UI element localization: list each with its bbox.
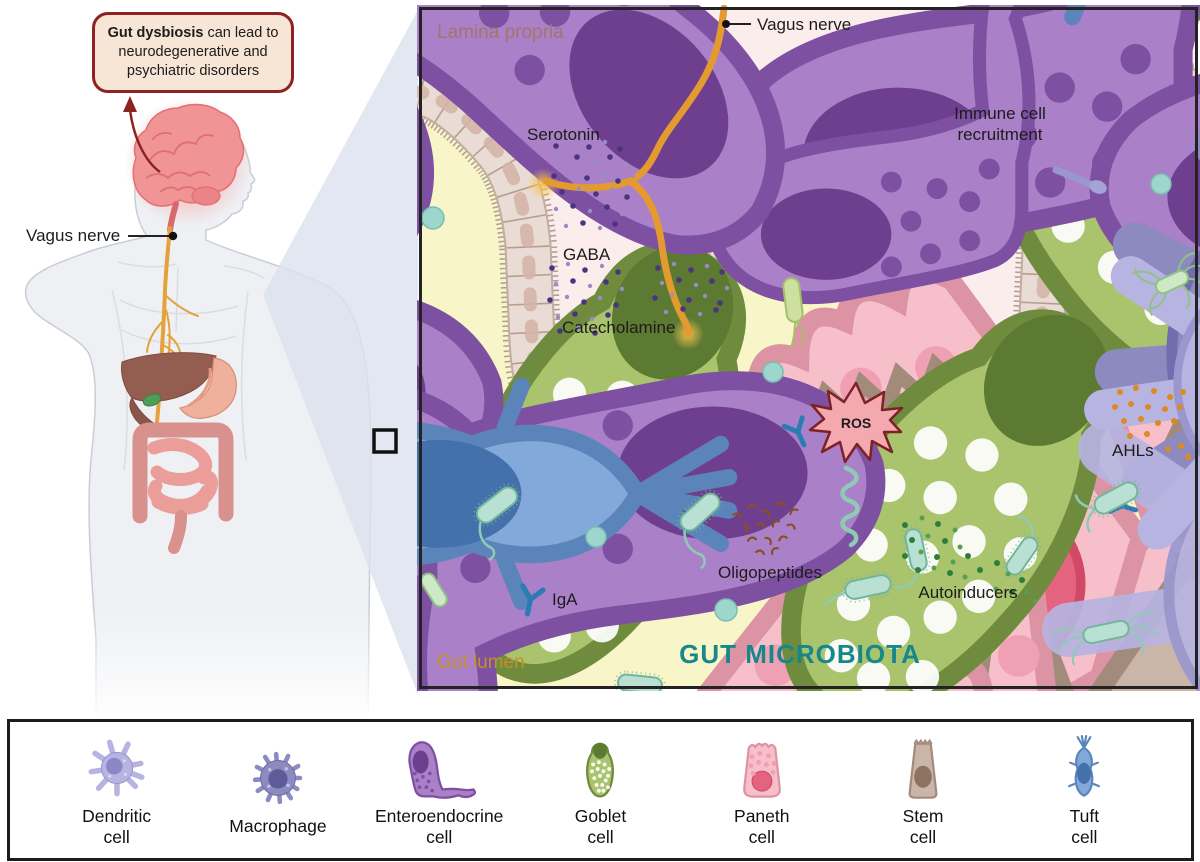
legend-label-line1: Paneth — [734, 805, 790, 826]
serotonin-label: Serotonin — [527, 125, 600, 144]
legend-item-goblet-cell: Goblet cell — [520, 733, 681, 847]
legend-label-line2: cell — [426, 826, 453, 847]
oligopeptides-label: Oligopeptides — [718, 563, 822, 582]
legend-item-macrophage: Macrophage — [197, 743, 358, 837]
gut-lumen-label: Gut lumen — [437, 652, 525, 673]
bacterium-rod — [676, 489, 724, 570]
bacterium-rod-green — [782, 277, 805, 348]
immune-cells — [1052, 118, 1200, 691]
gaba-label: GABA — [563, 245, 611, 264]
legend-label: Dendritic cell — [82, 806, 151, 847]
legend-label-line1: Enteroendocrine — [374, 805, 504, 826]
spirochete — [840, 465, 860, 548]
bacterium-multi-flagellated — [1052, 610, 1157, 666]
liver — [121, 352, 217, 402]
legend-label: Paneth cell — [734, 806, 789, 847]
iga-antibody-icon — [520, 583, 546, 617]
enteroendocrine-cell-icon — [401, 733, 477, 801]
intestine-panel: ROS — [417, 5, 1200, 691]
callout-rest-text: can lead to neurodegenerative and psychi… — [118, 25, 279, 80]
gallbladder — [142, 393, 162, 407]
legend-label-line1: Stem — [902, 805, 944, 826]
serotonin-molecules — [551, 138, 636, 231]
goblet-cell-icon — [579, 733, 621, 801]
bacterium-rod — [473, 483, 521, 561]
legend-label: Goblet cell — [575, 806, 627, 847]
legend-label-line1: Dendritic — [82, 805, 152, 826]
vagus-leader — [128, 231, 178, 241]
oligopeptides-molecules — [732, 501, 799, 556]
legend-label-line1: Macrophage — [229, 816, 327, 837]
dendritic-cell-icon — [84, 733, 150, 801]
ahls-label: AHLs — [1112, 441, 1154, 460]
legend-label-line2: cell — [587, 826, 614, 847]
legend-label-line2: cell — [1071, 826, 1098, 847]
iga-antibody-icon — [781, 415, 807, 448]
vagus-nerve-body-label: Vagus nerve — [26, 226, 121, 245]
callout-arrow — [123, 96, 161, 174]
rectum — [168, 510, 187, 554]
legend-label-line1: Tuft — [1069, 805, 1100, 826]
legend-label: Tuft cell — [1070, 806, 1100, 847]
catecholamine-label: Catecholamine — [562, 318, 675, 337]
iga-antibodies — [520, 415, 1138, 617]
legend-label-line2: cell — [103, 826, 130, 847]
stem-cell-icon — [901, 733, 945, 801]
gaba-molecules — [547, 261, 625, 336]
legend-label: Enteroendocrine cell — [375, 806, 503, 847]
ros-label: ROS — [841, 415, 871, 431]
callout-bold-text: Gut dysbiosis — [107, 25, 204, 41]
bacterium-flagellated — [1132, 252, 1200, 317]
lamina-propria-label: Lamina propria — [437, 22, 564, 43]
vagus-nerve-leader — [722, 20, 751, 28]
brain-gyri — [145, 131, 215, 193]
vagus-nerve-panel — [527, 5, 728, 350]
human-figure-panel — [0, 10, 420, 722]
ahl-molecules — [1112, 385, 1191, 460]
autoinducer-molecules — [902, 515, 1038, 604]
bacterium-rod — [823, 571, 895, 607]
stomach-curve — [187, 367, 212, 408]
legend-item-paneth-cell: Paneth cell — [681, 733, 842, 847]
cell-legend: Dendritic cell Macrophage Enteroendocrin… — [7, 719, 1194, 861]
dendritic-cell-sampling — [1052, 166, 1200, 570]
legend-item-stem-cell: Stem cell — [842, 733, 1003, 847]
legend-label-line1: Goblet — [574, 805, 627, 826]
magnifier-square — [372, 428, 398, 454]
macrophage-icon — [245, 743, 311, 811]
legend-label: Macrophage — [229, 816, 326, 837]
nerve-synapse-glow — [527, 168, 559, 200]
small-intestine — [147, 438, 218, 515]
legend-label-line2: cell — [909, 826, 937, 847]
gut-microbiota-title: GUT MICROBIOTA — [679, 639, 921, 669]
legend-label-line2: cell — [748, 826, 775, 847]
iga-label: IgA — [552, 590, 578, 609]
immune-recruitment-label-line2: recruitment — [957, 125, 1042, 144]
vagus-nerve-panel-label: Vagus nerve — [757, 15, 851, 34]
immune-recruitment-label-line1: Immune cell — [954, 104, 1046, 123]
legend-item-tuft-cell: Tuft cell — [1004, 733, 1165, 847]
autoinducers-label: Autoinducers — [918, 583, 1017, 602]
digestive-organs — [121, 352, 237, 554]
colon — [132, 422, 234, 524]
ros-burst: ROS — [808, 381, 904, 464]
projection-cone — [263, 10, 418, 695]
panel-border — [419, 7, 1198, 689]
catecholamine-molecules — [652, 261, 730, 317]
legend-label: Stem cell — [903, 806, 944, 847]
paneth-cell-icon — [737, 733, 787, 801]
brain — [124, 98, 252, 233]
bacterium-rod — [420, 572, 448, 608]
legend-item-dendritic-cell: Dendritic cell — [36, 733, 197, 847]
gut-bacteria — [420, 173, 1200, 691]
callout-box: Gut dysbiosis can lead to neurodegenerat… — [92, 12, 294, 94]
legend-item-enteroendocrine-cell: Enteroendocrine cell — [359, 733, 520, 847]
microbial-vesicles — [421, 173, 1172, 622]
body-fade — [0, 610, 420, 722]
cerebellum — [191, 186, 221, 206]
tuft-cell-icon — [1065, 733, 1103, 801]
bacterium-rod-with-iga — [1074, 478, 1142, 533]
